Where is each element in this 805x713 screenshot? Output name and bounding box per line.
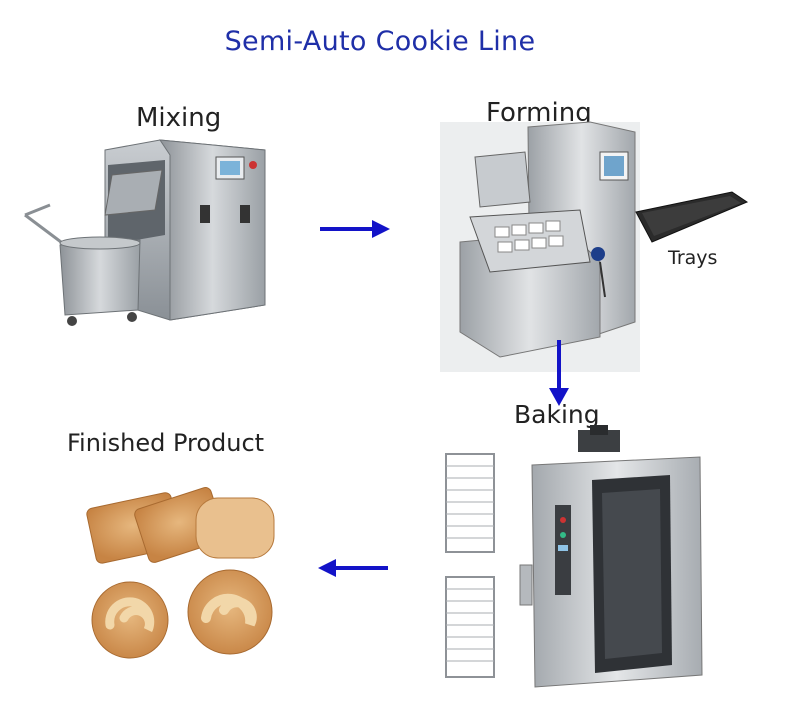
flow-arrow-left [318,559,388,577]
diagram-title: Semi-Auto Cookie Line [224,26,536,57]
baking-rack-icon [445,453,495,678]
flow-arrow-right [320,220,390,238]
baking-tray-icon [635,191,749,243]
baking-label: Baking [514,400,600,429]
flow-arrow-down [549,340,569,406]
rotary-oven-icon [519,425,703,688]
cookies-icon [86,487,275,659]
cookie-depositor-machine-icon [440,121,640,372]
mixing-label: Mixing [136,103,222,133]
finished-product-label: Finished Product [67,429,265,457]
trays-label: Trays [668,247,718,269]
mixer-machine-icon [24,139,266,326]
